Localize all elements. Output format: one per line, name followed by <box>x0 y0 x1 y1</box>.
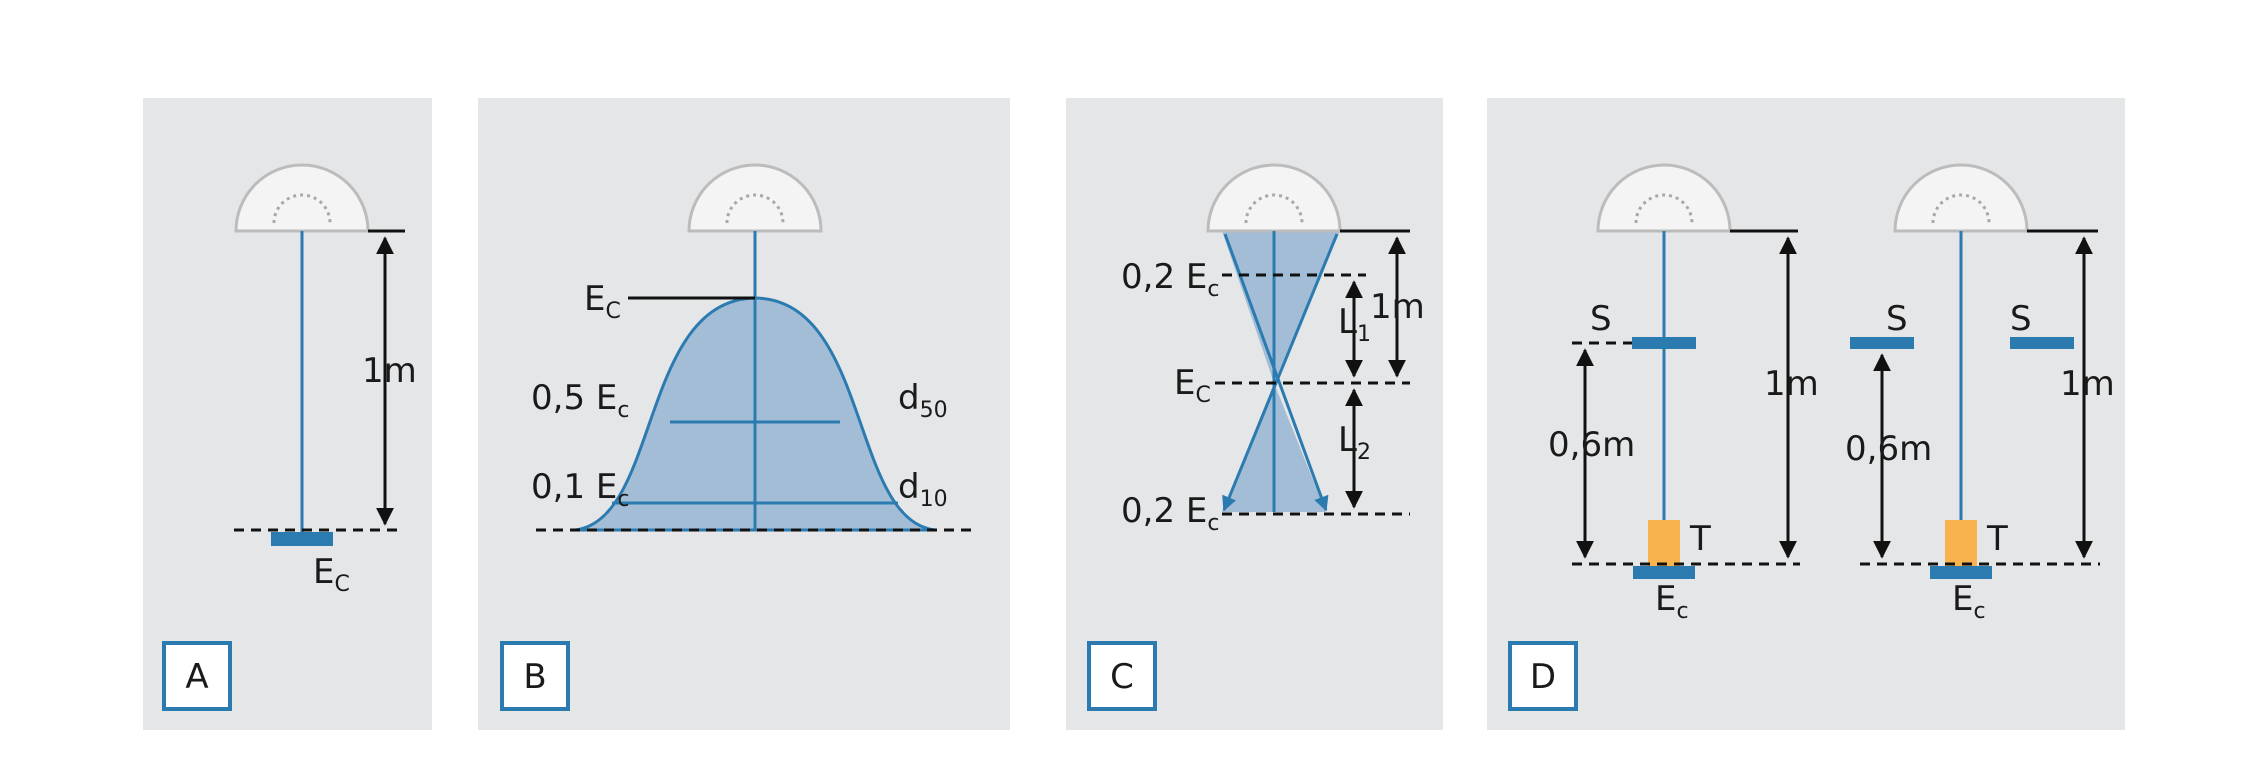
panel-letter-box <box>500 641 570 711</box>
ec-main: E <box>313 552 334 592</box>
l1-label: L1 <box>1338 302 1371 347</box>
luminaire-icon <box>1893 163 2029 233</box>
ec-main: E <box>1952 579 1973 619</box>
l2-sub: 2 <box>1357 440 1371 465</box>
panel-d: S T 0,6m 1m Ec S S T 0,6m 1m Ec D <box>1487 98 2125 730</box>
short-distance-label: 0,6m <box>1845 429 1932 469</box>
panel-a: 1m EC A <box>143 98 432 730</box>
d10-main: d <box>898 467 920 507</box>
panel-letter: A <box>185 657 208 697</box>
long-distance-label: 1m <box>2060 364 2115 404</box>
s-label: S <box>1590 299 1612 339</box>
bottom-ec-sub: c <box>1207 511 1219 536</box>
l2-label: L2 <box>1338 420 1371 465</box>
ec-sub: c <box>1676 599 1688 624</box>
panel-letter-box <box>1087 641 1157 711</box>
d50-label: d50 <box>898 378 948 423</box>
half-ec-sub: c <box>617 398 629 423</box>
d50-main: d <box>898 378 920 418</box>
ec-sub: c <box>1973 599 1985 624</box>
s-sensor-bar <box>2010 337 2074 349</box>
panel-letter-box <box>162 641 232 711</box>
panel-letter: C <box>1110 657 1134 697</box>
panel-d-background <box>1487 98 2125 730</box>
ec-meter-bar <box>1930 566 1992 579</box>
d10-label: d10 <box>898 467 948 512</box>
tenth-ec-sub: c <box>617 487 629 512</box>
bottom-ec-main: 0,2 E <box>1121 491 1207 531</box>
s-label: S <box>2010 299 2032 339</box>
beam-edge-right <box>1222 233 1339 512</box>
ec-label: EC <box>584 279 621 324</box>
top-ec-main: 0,2 E <box>1121 257 1207 297</box>
s-label: S <box>1886 299 1908 339</box>
height-label: 1m <box>1370 287 1425 327</box>
panel-b: EC 0,5 Ec 0,1 Ec d50 d10 B <box>478 98 1010 730</box>
ec-main: E <box>584 279 605 319</box>
illuminance-meter <box>271 532 333 546</box>
top-ec-label: 0,2 Ec <box>1121 257 1219 302</box>
ec-label: Ec <box>1952 579 1986 624</box>
luminaire-icon <box>1206 163 1342 233</box>
long-distance-label: 1m <box>1764 364 1819 404</box>
ec-sub: C <box>1195 383 1210 408</box>
tenth-ec-label: 0,1 Ec <box>531 467 629 512</box>
ec-main: E <box>1655 579 1676 619</box>
l1-main: L <box>1338 302 1357 342</box>
ec-meter-bar <box>1633 566 1695 579</box>
panel-letter: B <box>523 657 546 697</box>
ec-sub: C <box>334 572 349 597</box>
tenth-ec-main: 0,1 E <box>531 467 617 507</box>
t-target-block <box>1648 520 1680 566</box>
s-sensor-bar <box>1850 337 1914 349</box>
beam-cone-fill <box>1222 231 1340 383</box>
l1-sub: 1 <box>1357 322 1371 347</box>
luminaire-icon <box>234 163 370 233</box>
luminaire-icon <box>1596 163 1732 233</box>
l2-main: L <box>1338 420 1357 460</box>
bottom-ec-label: 0,2 Ec <box>1121 491 1219 536</box>
panel-c: 1m L1 L2 0,2 Ec EC 0,2 Ec C <box>1066 98 1443 730</box>
half-ec-label: 0,5 Ec <box>531 378 629 423</box>
ec-main: E <box>1174 363 1195 403</box>
ec-sub: C <box>605 299 620 324</box>
ec-label: EC <box>1174 363 1211 408</box>
ec-label: EC <box>313 552 350 597</box>
half-ec-main: 0,5 E <box>531 378 617 418</box>
t-label: T <box>1689 519 1711 559</box>
short-distance-label: 0,6m <box>1548 425 1635 465</box>
ec-label: Ec <box>1655 579 1689 624</box>
s-sensor-bar <box>1632 337 1696 349</box>
t-label: T <box>1986 519 2008 559</box>
panel-letter-box <box>1508 641 1578 711</box>
t-target-block <box>1945 520 1977 566</box>
top-ec-sub: c <box>1207 277 1219 302</box>
luminaire-icon <box>687 163 823 233</box>
d50-sub: 50 <box>920 398 948 423</box>
panel-letter: D <box>1530 657 1556 697</box>
height-label: 1m <box>362 351 417 391</box>
d10-sub: 10 <box>920 487 948 512</box>
